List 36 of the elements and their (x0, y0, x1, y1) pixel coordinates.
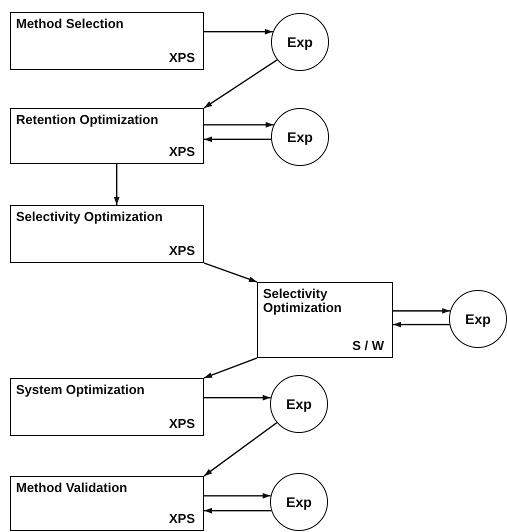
arrow (204, 493, 271, 499)
arrow (204, 422, 278, 477)
process-box (10, 205, 204, 263)
step-title: Method Selection (16, 17, 124, 31)
tool-label: XPS (168, 50, 195, 65)
tool-label: XPS (168, 416, 195, 431)
circle-label: Exp (465, 311, 491, 327)
tool-label: XPS (168, 244, 195, 258)
tool-label: S / W (352, 338, 384, 353)
circle-label: Exp (287, 34, 313, 50)
process-box (10, 378, 204, 436)
process-box (10, 476, 204, 531)
step-title: Selectivity Optimization (263, 287, 343, 314)
arrow (204, 394, 271, 401)
arrow (204, 59, 278, 109)
arrow (393, 308, 450, 314)
circle-label: Exp (286, 396, 312, 412)
tool-label: XPS (168, 512, 195, 526)
arrow (204, 122, 274, 128)
step-title: System Optimization (16, 383, 145, 397)
circle-label: Exp (286, 494, 312, 510)
arrow (393, 322, 450, 328)
arrow (204, 508, 272, 514)
process-box (10, 12, 204, 70)
arrow (204, 136, 272, 142)
arrow (204, 28, 273, 35)
circle-label: Exp (287, 129, 313, 145)
tool-label: XPS (168, 144, 195, 159)
process-box (257, 282, 393, 358)
process-box (10, 108, 204, 164)
step-title: Method Validation (16, 481, 128, 495)
arrow (204, 357, 258, 379)
step-title: Selectivity Optimization (16, 210, 163, 224)
arrow (204, 262, 258, 283)
arrow (114, 164, 120, 205)
step-title: Retention Optimization (16, 113, 158, 127)
